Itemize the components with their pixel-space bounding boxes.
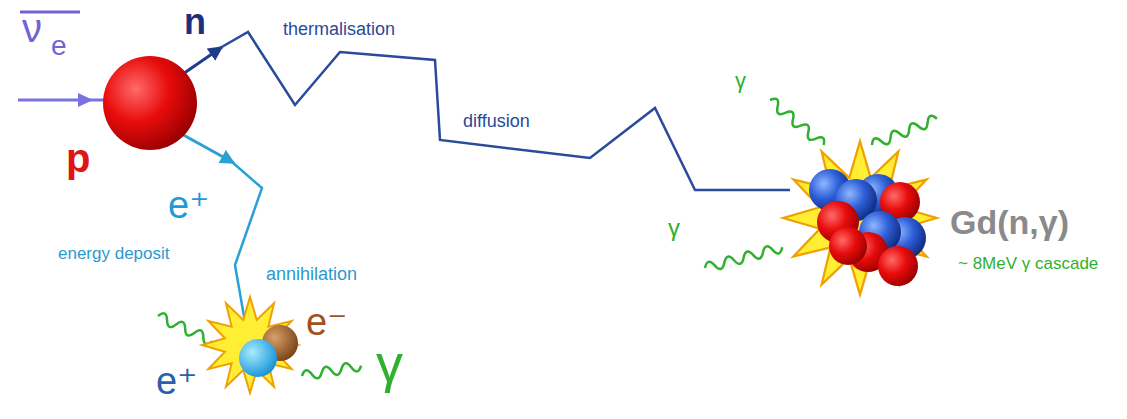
- electron-symbol: e⁻: [306, 303, 347, 341]
- gamma-wave: [767, 96, 827, 149]
- flavour-subscript: e: [51, 32, 67, 60]
- gamma-symbol: γ: [668, 216, 680, 240]
- gamma-symbol: γ: [735, 70, 746, 92]
- gamma-wave: [156, 311, 215, 345]
- cascade-label: ~ 8MeV γ cascade: [958, 255, 1098, 272]
- process-label: thermalisation: [283, 20, 395, 38]
- positron-symbol: e⁺: [168, 186, 209, 224]
- capture-burst: [783, 141, 937, 295]
- positron-path: [232, 162, 262, 322]
- gamma-wave: [870, 114, 939, 149]
- proton-sphere: [103, 56, 197, 150]
- neutron-symbol: n: [184, 4, 206, 40]
- proton-symbol: p: [66, 138, 90, 178]
- gd-nucleus: [809, 169, 926, 286]
- positron-arrow: [178, 132, 234, 163]
- neutron-path: [220, 32, 790, 190]
- process-label: annihilation: [266, 265, 357, 283]
- positron-symbol: e⁺: [156, 362, 197, 400]
- gamma-wave: [704, 242, 784, 272]
- process-label: diffusion: [463, 112, 530, 130]
- process-label: energy deposit: [58, 245, 170, 262]
- gamma-wave: [301, 361, 362, 381]
- annihilation-burst: [202, 297, 298, 393]
- arrowhead: [78, 93, 93, 107]
- positron-ball: [239, 339, 277, 377]
- antineutrino-symbol: ν: [22, 8, 42, 48]
- reaction-label: Gd(n,γ): [950, 205, 1069, 239]
- gamma-symbol: γ: [376, 336, 403, 390]
- neutron-arrow: [180, 47, 222, 76]
